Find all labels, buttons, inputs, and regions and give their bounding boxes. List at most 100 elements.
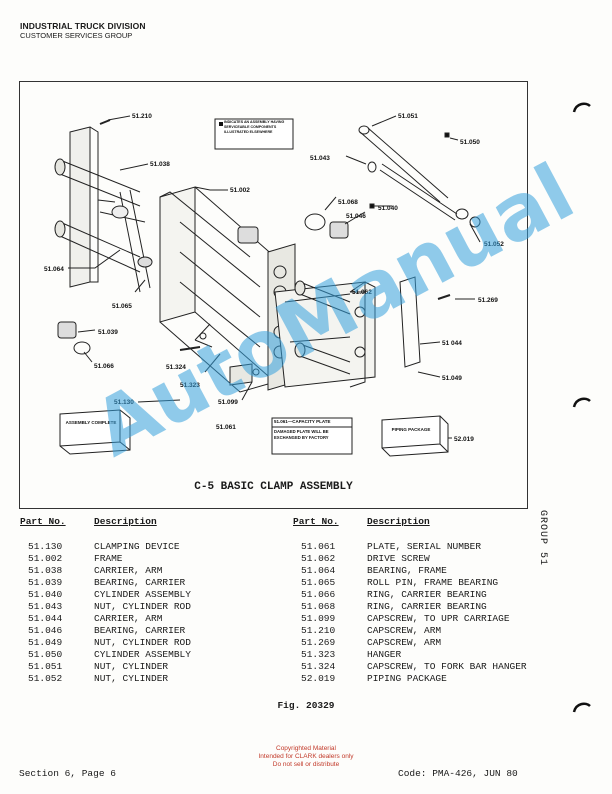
part-description: CLAMPING DEVICE xyxy=(94,541,180,552)
part-description: CARRIER, ARM xyxy=(94,613,163,624)
division-title: INDUSTRIAL TRUCK DIVISION xyxy=(20,21,146,31)
part-number: 51.066 xyxy=(301,589,336,600)
diagram-frame: INDICATES AN ASSEMBLY HAVING SERVICEABLE… xyxy=(19,81,528,509)
part-description: CAPSCREW, ARM xyxy=(367,637,442,648)
part-number: 51.062 xyxy=(301,553,336,564)
part-number: 51.210 xyxy=(301,625,336,636)
part-labels: 51.210 51.038 51.002 51.064 51.065 51.03… xyxy=(44,113,504,443)
figure-number: Fig. 20329 xyxy=(277,700,335,711)
footer-code: Code: PMA-426, JUN 80 xyxy=(398,768,518,779)
diagram-label: 51.062 xyxy=(352,289,372,296)
diagram-label: 51.002 xyxy=(230,187,250,194)
capacity-plate-text: DAMAGED PLATE WILL BE EXCHANGED BY FACTO… xyxy=(274,429,329,440)
part-number: 51.039 xyxy=(28,577,63,588)
part-number: 52.019 xyxy=(301,673,336,684)
legend-text: INDICATES AN ASSEMBLY HAVING SERVICEABLE… xyxy=(224,120,285,134)
part-description: RING, CARRIER BEARING xyxy=(367,589,487,600)
part-description: NUT, CYLINDER xyxy=(94,661,169,672)
diagram-label: 52.019 xyxy=(454,436,474,443)
binder-hole-icon xyxy=(572,702,591,713)
capacity-plate-box: 51.061—CAPACITY PLATE DAMAGED PLATE WILL… xyxy=(271,417,353,455)
part-number: 51.049 xyxy=(28,637,63,648)
diagram-label: 51.269 xyxy=(478,297,498,304)
capacity-plate-title: 51.061—CAPACITY PLATE xyxy=(274,419,331,424)
diagram-label: 51.323 xyxy=(180,382,200,389)
col-header-part: Part No. xyxy=(293,516,339,527)
binder-hole-icon xyxy=(572,397,591,408)
diagram-label: 51.050 xyxy=(460,139,480,146)
part-description: NUT, CYLINDER ROD xyxy=(94,601,191,612)
part-number: 51.068 xyxy=(301,601,336,612)
part-description: BEARING, CARRIER xyxy=(94,625,186,636)
part-number: 51.043 xyxy=(28,601,63,612)
part-number: 51.052 xyxy=(28,673,63,684)
page-header: INDUSTRIAL TRUCK DIVISION CUSTOMER SERVI… xyxy=(20,21,146,40)
part-number: 51.323 xyxy=(301,649,336,660)
part-number: 51.002 xyxy=(28,553,63,564)
diagram-label: 51.052 xyxy=(484,241,504,248)
part-number: 51.269 xyxy=(301,637,336,648)
part-description: DRIVE SCREW xyxy=(367,553,430,564)
diagram-label: 51.061 xyxy=(216,424,236,431)
diagram-label: 51.049 xyxy=(442,375,462,382)
legend-box: INDICATES AN ASSEMBLY HAVING SERVICEABLE… xyxy=(214,118,294,150)
assembly-complete-box: ASSEMBLY COMPLETE xyxy=(59,409,131,455)
part-description: CAPSCREW, TO UPR CARRIAGE xyxy=(367,613,510,624)
part-number: 51.064 xyxy=(301,565,336,576)
binder-hole-icon xyxy=(572,102,591,113)
part-number: 51.050 xyxy=(28,649,63,660)
copyright-line: Intended for CLARK dealers only xyxy=(258,752,354,760)
assembly-complete-text: ASSEMBLY COMPLETE xyxy=(65,420,117,425)
part-description: CAPSCREW, ARM xyxy=(367,625,442,636)
part-description: CYLINDER ASSEMBLY xyxy=(94,589,191,600)
piping-package-box: PIPING PACKAGE xyxy=(381,415,449,457)
part-description: NUT, CYLINDER xyxy=(94,673,169,684)
part-number: 51.130 xyxy=(28,541,63,552)
copyright-line: Do not sell or distribute xyxy=(272,760,340,768)
group-side-label: GROUP 51 xyxy=(537,510,548,567)
part-description: HANGER xyxy=(367,649,402,660)
part-number: 51.044 xyxy=(28,613,63,624)
part-number: 51.040 xyxy=(28,589,63,600)
diagram-caption: C-5 BASIC CLAMP ASSEMBLY xyxy=(194,481,353,493)
diagram-label: 51.324 xyxy=(166,364,186,371)
part-number: 51.046 xyxy=(28,625,63,636)
part-number: 51.038 xyxy=(28,565,63,576)
col-header-part: Part No. xyxy=(20,516,66,527)
part-number: 51.061 xyxy=(301,541,336,552)
col-header-description: Description xyxy=(367,516,430,527)
diagram-label: 51.039 xyxy=(98,329,118,336)
copyright-notice: Copyrighted Material Intended for CLARK … xyxy=(0,745,612,768)
part-description: FRAME xyxy=(94,553,123,564)
diagram-label: 51.068 xyxy=(338,199,358,206)
part-description: BEARING, CARRIER xyxy=(94,577,186,588)
part-description: BEARING, FRAME xyxy=(367,565,447,576)
diagram-label: 51.043 xyxy=(310,155,330,162)
diagram-label: 51.040 xyxy=(378,205,398,212)
exploded-assembly-diagram: INDICATES AN ASSEMBLY HAVING SERVICEABLE… xyxy=(44,113,504,457)
diagram-label: 51.099 xyxy=(218,399,238,406)
footer-section: Section 6, Page 6 xyxy=(19,768,116,779)
piping-package-text: PIPING PACKAGE xyxy=(391,427,431,432)
diagram-label: 51.038 xyxy=(150,161,170,168)
diagram-label: 51.051 xyxy=(398,113,418,120)
group-subtitle: CUSTOMER SERVICES GROUP xyxy=(20,30,133,40)
part-description: RING, CARRIER BEARING xyxy=(367,601,487,612)
part-number: 51.324 xyxy=(301,661,336,672)
part-number: 51.099 xyxy=(301,613,336,624)
diagram-label: 51.065 xyxy=(112,303,132,310)
part-description: PLATE, SERIAL NUMBER xyxy=(367,541,482,552)
part-description: PIPING PACKAGE xyxy=(367,673,447,684)
part-description: CARRIER, ARM xyxy=(94,565,163,576)
part-description: CYLINDER ASSEMBLY xyxy=(94,649,191,660)
diagram-label: 51.130 xyxy=(114,399,134,406)
diagram-label: 51.046 xyxy=(346,213,366,220)
part-description: ROLL PIN, FRAME BEARING xyxy=(367,577,499,588)
part-description: CAPSCREW, TO FORK BAR HANGER xyxy=(367,661,527,672)
copyright-line: Copyrighted Material xyxy=(276,745,336,752)
part-number: 51.065 xyxy=(301,577,336,588)
col-header-description: Description xyxy=(94,516,157,527)
diagram-label: 51.064 xyxy=(44,266,64,273)
diagram-label: 51.210 xyxy=(132,113,152,120)
diagram-label: 51 044 xyxy=(442,340,462,347)
